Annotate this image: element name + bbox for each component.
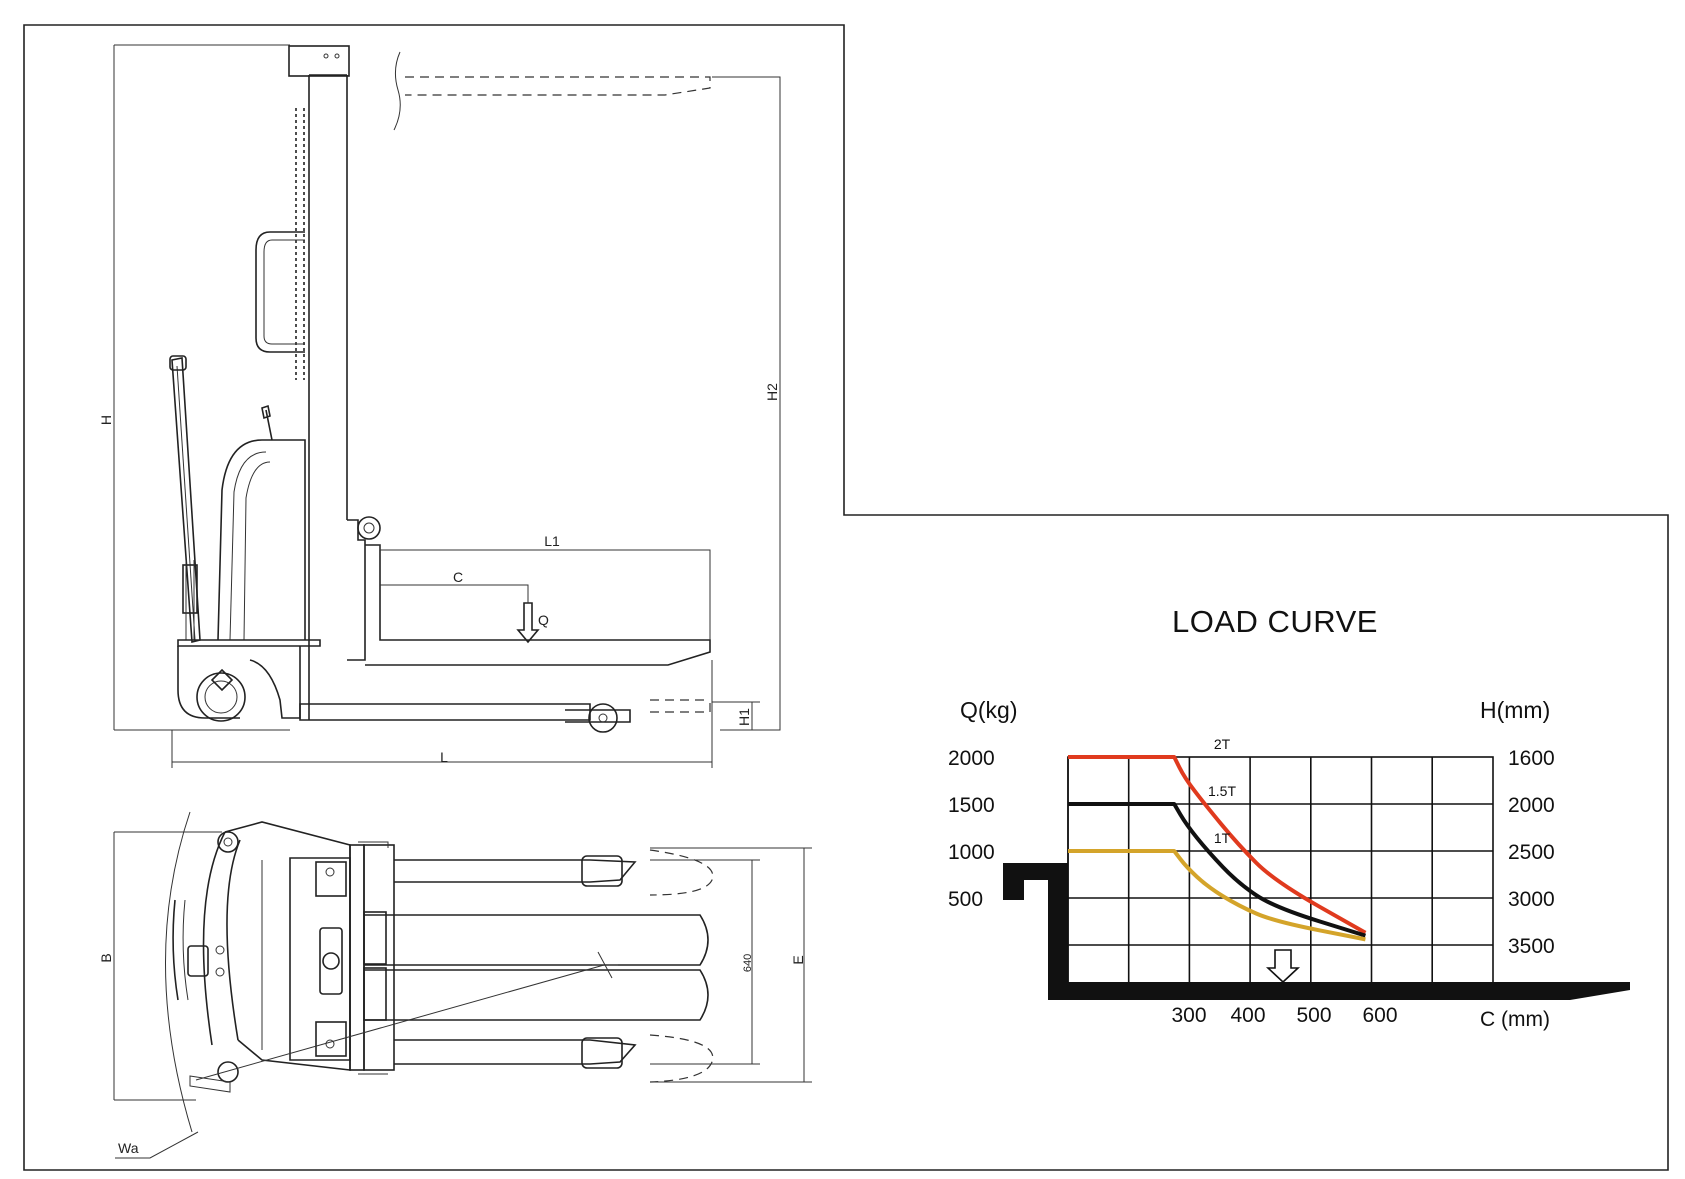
dim-H2 xyxy=(712,76,781,731)
dim-B xyxy=(113,831,222,1101)
y2-axis-label: H(mm) xyxy=(1480,697,1550,723)
chart-title: LOAD CURVE xyxy=(1172,604,1378,639)
frame-outline xyxy=(23,24,1669,1171)
chassis-body xyxy=(224,821,351,1071)
label-L1: L1 xyxy=(544,533,560,549)
load-arrow xyxy=(516,602,540,644)
top-view xyxy=(113,811,812,1159)
y2-tick-label: 2500 xyxy=(1508,841,1555,864)
base-leg xyxy=(299,703,591,721)
chain xyxy=(295,108,305,380)
x-tick-label: 500 xyxy=(1296,1004,1331,1027)
pump-body xyxy=(217,439,306,641)
y-tick-label: 500 xyxy=(948,888,983,911)
chassis-back xyxy=(202,831,226,1046)
leg-top xyxy=(394,859,637,883)
turning-radius-line xyxy=(195,964,605,1081)
dim-C xyxy=(380,584,529,603)
handle-bar xyxy=(172,899,179,1001)
dim-640 xyxy=(650,859,760,1065)
x-tick-label: 600 xyxy=(1362,1004,1397,1027)
y2-tick-label: 1600 xyxy=(1508,747,1555,770)
wa-arc xyxy=(165,811,193,1133)
steering-wheel xyxy=(196,672,246,722)
fork-left xyxy=(364,914,709,966)
x-tick-label: 400 xyxy=(1230,1004,1265,1027)
fork-right xyxy=(364,969,709,1021)
series-line-2t xyxy=(1068,755,1367,935)
base-plate xyxy=(177,639,321,647)
raised-fork xyxy=(405,76,711,96)
dim-E xyxy=(650,847,812,1083)
carriage-pulley xyxy=(357,516,381,540)
y2-tick-label: 2000 xyxy=(1508,794,1555,817)
dim-L xyxy=(171,660,713,768)
series-labels: 2T 1.5T 1T xyxy=(1208,736,1236,846)
label-B: B xyxy=(98,953,114,962)
label-E: E xyxy=(790,955,806,964)
y-tick-labels: 2000 1500 1000 500 xyxy=(948,747,995,911)
y-tick-label: 1000 xyxy=(948,841,995,864)
label-Q: Q xyxy=(538,612,549,628)
y2-tick-label: 3000 xyxy=(1508,888,1555,911)
series-line-1-5t xyxy=(1068,802,1367,938)
series-label: 2T xyxy=(1214,736,1231,752)
mast-top-box xyxy=(288,45,350,77)
y-axis-label: Q(kg) xyxy=(960,697,1018,723)
dim-L1 xyxy=(379,545,710,551)
y2-tick-labels: 1600 2000 2500 3000 3500 xyxy=(1508,747,1555,958)
carriage xyxy=(347,519,366,661)
chart-load-arrow xyxy=(1265,949,1301,984)
chart-grid-frame xyxy=(1067,756,1494,984)
y2-tick-label: 3500 xyxy=(1508,935,1555,958)
guard-frame xyxy=(255,231,305,353)
series-label: 1T xyxy=(1214,830,1231,846)
label-Wa: Wa xyxy=(118,1140,139,1156)
label-H: H xyxy=(98,415,114,425)
mast xyxy=(308,74,348,720)
chart-grid-lines xyxy=(1068,757,1493,983)
series-line-1t xyxy=(1068,849,1366,942)
load-curve-chart: LOAD CURVE Q(kg) H(mm) C (mm) 2T 1.5T 1T 2… xyxy=(948,604,1630,1031)
leg-bottom xyxy=(394,1039,637,1065)
series-label: 1.5T xyxy=(1208,783,1236,799)
y-tick-label: 1500 xyxy=(948,794,995,817)
fork xyxy=(365,544,711,666)
label-L: L xyxy=(440,749,448,765)
y-tick-label: 2000 xyxy=(948,747,995,770)
dim-H1 xyxy=(712,701,760,730)
x-axis-label: C (mm) xyxy=(1480,1008,1550,1031)
fork-silhouette xyxy=(1003,863,1630,1000)
label-H2: H2 xyxy=(764,383,780,401)
x-tick-label: 300 xyxy=(1171,1004,1206,1027)
label-C: C xyxy=(453,569,463,585)
x-tick-labels: 300 400 500 600 xyxy=(1171,1004,1397,1027)
label-H1: H1 xyxy=(736,708,752,726)
side-view xyxy=(113,44,781,768)
series-lines xyxy=(1068,755,1367,942)
label-640: 640 xyxy=(742,954,754,972)
dim-H xyxy=(113,44,290,731)
